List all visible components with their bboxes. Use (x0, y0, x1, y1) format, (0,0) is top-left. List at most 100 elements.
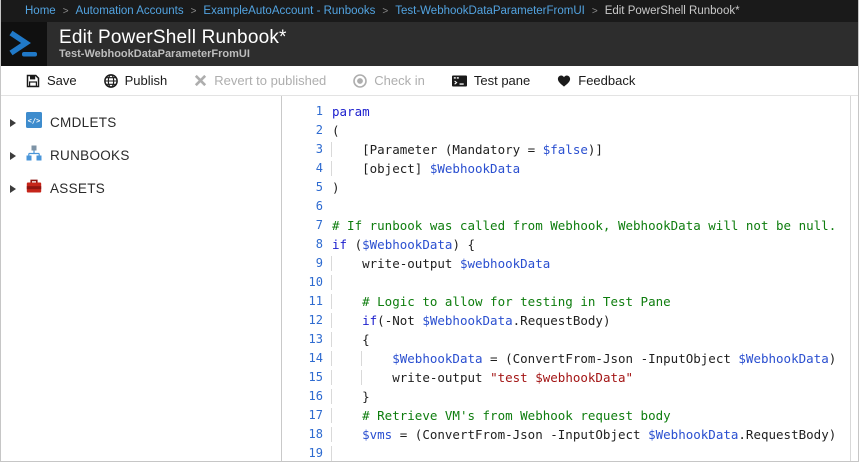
code-line[interactable]: 4 [object] $WebhookData (282, 159, 858, 178)
library-sidebar: </> CMDLETS RUNBOOKS (1, 96, 282, 461)
line-number: 12 (308, 313, 323, 327)
page-subtitle: Test-WebhookDataParameterFromUI (59, 48, 250, 60)
line-number: 10 (308, 275, 323, 289)
breadcrumb-current-page: Edit PowerShell Runbook* (604, 5, 740, 17)
feedback-label: Feedback (578, 73, 636, 88)
publish-label: Publish (124, 73, 168, 88)
code-text: write-output "test $webhookData" (323, 368, 633, 387)
revert-x-icon (193, 73, 208, 88)
indent-guide (331, 294, 363, 309)
code-line[interactable]: 3 [Parameter (Mandatory = $false)] (282, 140, 858, 159)
line-number: 17 (308, 408, 323, 422)
breadcrumb-separator: > (62, 5, 69, 17)
code-text: if ($WebhookData) { (332, 237, 476, 252)
code-line[interactable]: 10 (282, 273, 858, 292)
feedback-heart-icon (556, 73, 572, 89)
expander-arrow-icon[interactable] (10, 151, 16, 160)
breadcrumb-separator: > (591, 5, 598, 17)
code-text (323, 444, 363, 461)
code-text: # Retrieve VM's from Webhook request bod… (323, 406, 671, 425)
code-text: [object] $WebhookData (323, 159, 520, 178)
publish-button[interactable]: Publish (103, 73, 168, 89)
line-number: 7 (315, 218, 323, 232)
cmdlets-code-icon: </> (26, 112, 42, 133)
code-text: [Parameter (Mandatory = $false)] (323, 140, 603, 159)
indent-guide (331, 408, 363, 423)
code-text: } (323, 387, 370, 406)
indent-guide (331, 370, 363, 385)
save-button[interactable]: Save (25, 73, 77, 89)
breadcrumb-account-runbooks[interactable]: ExampleAutoAccount - Runbooks (203, 5, 376, 17)
feedback-button[interactable]: Feedback (556, 73, 635, 89)
code-line[interactable]: 13 { (282, 330, 858, 349)
indent-guide (331, 313, 363, 328)
expander-arrow-icon[interactable] (10, 184, 16, 193)
code-line[interactable]: 11 # Logic to allow for testing in Test … (282, 292, 858, 311)
toolbar: Save Publish Revert to published (1, 66, 858, 96)
code-line[interactable]: 12 if(-Not $WebhookData.RequestBody) (282, 311, 858, 330)
line-number: 15 (308, 370, 323, 384)
expander-arrow-icon[interactable] (10, 118, 16, 127)
page-header: Edit PowerShell Runbook* Test-WebhookDat… (1, 22, 858, 66)
breadcrumb-home[interactable]: Home (25, 5, 56, 17)
indent-guide (331, 427, 363, 442)
revert-to-published-button[interactable]: Revert to published (193, 73, 326, 88)
save-icon (25, 73, 41, 89)
breadcrumb-automation-accounts[interactable]: Automation Accounts (75, 5, 184, 17)
line-number: 19 (308, 446, 323, 460)
code-text: if(-Not $WebhookData.RequestBody) (323, 311, 610, 330)
code-line[interactable]: 8 if ($WebhookData) { (282, 235, 858, 254)
indent-guide (361, 351, 393, 366)
indent-guide (331, 446, 363, 461)
line-number: 16 (308, 389, 323, 403)
line-number: 1 (315, 104, 323, 118)
line-number: 2 (315, 123, 323, 137)
indent-guide (331, 142, 363, 157)
line-number: 11 (308, 294, 323, 308)
line-number: 9 (315, 256, 323, 270)
line-number: 18 (308, 427, 323, 441)
save-label: Save (47, 73, 77, 88)
code-line[interactable]: 18 $vms = (ConvertFrom-Json -InputObject… (282, 425, 858, 444)
code-line[interactable]: 19 (282, 444, 858, 461)
test-pane-button[interactable]: Test pane (451, 73, 530, 89)
line-number: 5 (315, 180, 323, 194)
line-number: 8 (315, 237, 323, 251)
line-number: 3 (315, 142, 323, 156)
code-line[interactable]: 17 # Retrieve VM's from Webhook request … (282, 406, 858, 425)
breadcrumb-separator: > (382, 5, 389, 17)
code-line[interactable]: 15 write-output "test $webhookData" (282, 368, 858, 387)
indent-guide (331, 351, 363, 366)
code-line[interactable]: 2( (282, 121, 858, 140)
assets-toolbox-icon (26, 178, 42, 199)
sidebar-item-assets[interactable]: ASSETS (1, 172, 281, 205)
code-line[interactable]: 14 $WebhookData = (ConvertFrom-Json -Inp… (282, 349, 858, 368)
code-text: ) (332, 180, 340, 195)
breadcrumb-runbook-name[interactable]: Test-WebhookDataParameterFromUI (395, 5, 585, 17)
sidebar-item-runbooks[interactable]: RUNBOOKS (1, 139, 281, 172)
code-line[interactable]: 5) (282, 178, 858, 197)
sidebar-item-label: ASSETS (50, 181, 106, 196)
sidebar-item-label: CMDLETS (50, 115, 117, 130)
revert-to-published-label: Revert to published (214, 73, 327, 88)
code-text: $WebhookData = (ConvertFrom-Json -InputO… (323, 349, 836, 368)
code-line[interactable]: 6 (282, 197, 858, 216)
indent-guide (331, 332, 363, 347)
code-text: ( (332, 123, 340, 138)
line-number: 14 (308, 351, 323, 365)
sidebar-item-cmdlets[interactable]: </> CMDLETS (1, 106, 281, 139)
indent-guide (331, 161, 363, 176)
sidebar-item-label: RUNBOOKS (50, 148, 130, 163)
code-line[interactable]: 9 write-output $webhookData (282, 254, 858, 273)
check-in-button[interactable]: Check in (352, 73, 425, 89)
code-line[interactable]: 16 } (282, 387, 858, 406)
check-in-label: Check in (374, 73, 425, 88)
line-number: 13 (308, 332, 323, 346)
code-text: $vms = (ConvertFrom-Json -InputObject $W… (323, 425, 836, 444)
code-text: # If runbook was called from Webhook, We… (332, 218, 837, 233)
check-in-icon (352, 73, 368, 89)
code-line[interactable]: 7 # If runbook was called from Webhook, W… (282, 216, 858, 235)
